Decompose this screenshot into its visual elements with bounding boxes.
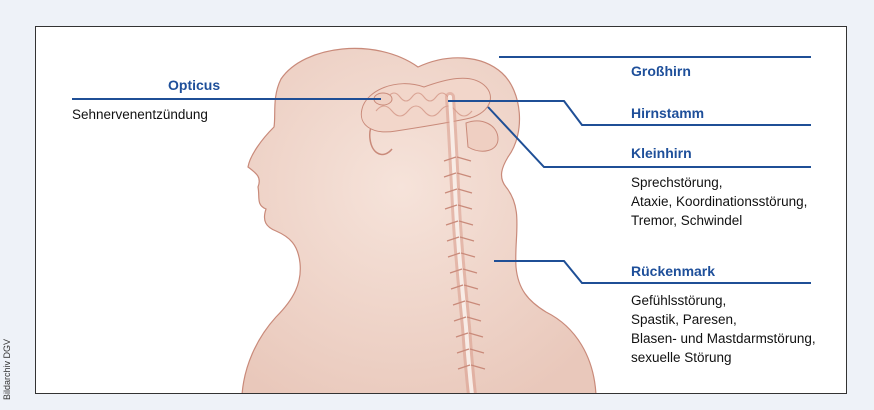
diagram-frame: Opticus Sehnervenentzündung Großhirn Hir…: [35, 26, 847, 394]
label-grosshirn: Großhirn: [631, 63, 691, 79]
label-opticus: Opticus: [168, 77, 220, 93]
label-rueckenmark: Rückenmark: [631, 263, 715, 279]
symptom-rueckenmark-1: Gefühlsstörung,: [631, 291, 726, 310]
photo-credit: Bildarchiv DGV: [2, 300, 14, 400]
symptom-opticus: Sehnervenentzündung: [72, 105, 208, 124]
symptom-rueckenmark-3: Blasen- und Mastdarmstörung,: [631, 329, 816, 348]
label-hirnstamm: Hirnstamm: [631, 105, 704, 121]
symptom-rueckenmark-4: sexuelle Störung: [631, 348, 732, 367]
symptom-rueckenmark-2: Spastik, Paresen,: [631, 310, 737, 329]
label-kleinhirn: Kleinhirn: [631, 145, 692, 161]
symptom-kleinhirn-2: Ataxie, Koordinationsstörung,: [631, 192, 807, 211]
symptom-kleinhirn-1: Sprechstörung,: [631, 173, 723, 192]
symptom-kleinhirn-3: Tremor, Schwindel: [631, 211, 742, 230]
